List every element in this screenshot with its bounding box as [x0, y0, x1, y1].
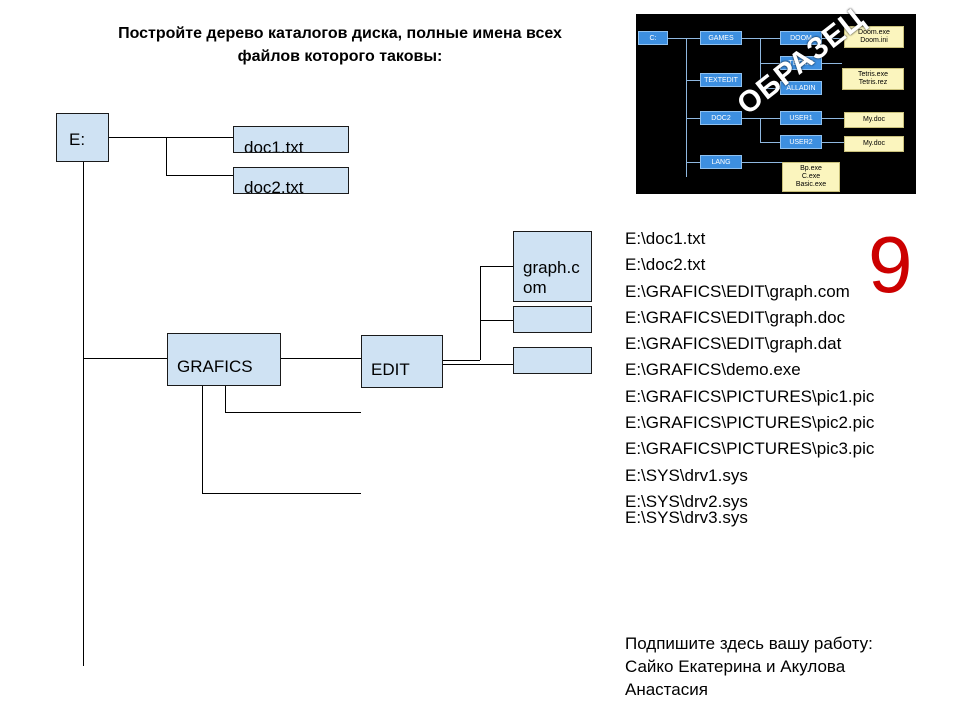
sample-node-alladin: ALLADIN — [780, 81, 822, 95]
connector-edit-files — [443, 360, 480, 361]
sample-node-user2: USER2 — [780, 135, 822, 149]
connector-grafics-branch1-horizontal — [225, 412, 361, 413]
task-title: Постройте дерево каталогов диска, полные… — [60, 22, 620, 68]
sample-file: Tetris.rez — [858, 79, 888, 86]
sample-file: Doom.ini — [860, 37, 888, 44]
connector-root-grafics — [83, 358, 167, 359]
node-edit[interactable]: EDIT — [361, 335, 443, 388]
sample-file: Bp.exe — [800, 165, 822, 172]
file-path: E:\doc1.txt — [625, 229, 706, 248]
sample-files-tetris: Tetris.exe Tetris.rez — [842, 68, 904, 90]
connector-doc2-horizontal — [166, 175, 233, 176]
node-grafics-label: GRAFICS — [177, 357, 253, 376]
sample-line — [822, 63, 842, 64]
sample-line — [686, 162, 700, 163]
connector-root-doc1 — [109, 137, 233, 138]
node-graph-com[interactable]: graph.com — [513, 231, 592, 302]
node-root-label: E: — [69, 130, 86, 149]
sample-file: Tetris.exe — [858, 71, 888, 78]
signature-line2[interactable]: Анастасия — [625, 680, 708, 699]
connector-grafics-edit — [281, 358, 361, 359]
node-root[interactable]: E: — [56, 113, 109, 162]
signature-prompt: Подпишите здесь вашу работу: — [625, 634, 873, 653]
sample-line — [760, 63, 780, 64]
sample-files-doom: Doom.exe Doom.ini — [844, 26, 904, 48]
sample-node-c: C: — [638, 31, 668, 45]
sample-file: Basic.exe — [795, 181, 827, 188]
sample-line — [760, 118, 761, 142]
file-path: E:\SYS\drv2.sys — [625, 491, 748, 511]
sample-image: C: GAMES TEXTEDIT DOC2 LANG DOOM TETRIS … — [636, 14, 916, 194]
sample-files-user2: My.doc — [844, 136, 904, 152]
node-graph-doc[interactable] — [513, 306, 592, 333]
sample-line — [742, 162, 782, 163]
task-title-line1: Постройте дерево каталогов диска, полные… — [118, 25, 562, 42]
sample-line — [760, 142, 780, 143]
sample-line — [686, 38, 687, 177]
file-path: E:\SYS\drv3.sys — [625, 508, 748, 528]
connector-graph-com — [480, 266, 513, 267]
signature-block: Подпишите здесь вашу работу: Сайко Екате… — [625, 632, 925, 701]
connector-grafics-branch2-vertical — [202, 386, 203, 493]
file-path: E:\GRAFICS\EDIT\graph.com — [625, 281, 850, 301]
node-grafics[interactable]: GRAFICS — [167, 333, 281, 386]
sample-line — [822, 142, 844, 143]
file-paths-list: E:\doc1.txt E:\doc2.txt E:\GRAFICS\EDIT\… — [625, 226, 874, 532]
sample-node-doc2: DOC2 — [700, 111, 742, 125]
file-path: E:\SYS\drv1.sys — [625, 465, 748, 485]
connector-grafics-branch1-vertical — [225, 386, 226, 412]
sample-node-doom: DOOM — [780, 31, 822, 45]
connector-grafics-branch2-horizontal — [202, 493, 361, 494]
sample-line — [822, 118, 844, 119]
sample-node-lang: LANG — [700, 155, 742, 169]
sample-files-user1: My.doc — [844, 112, 904, 128]
node-edit-label: EDIT — [371, 360, 410, 379]
trunk-line — [83, 162, 84, 666]
node-graph-dat[interactable] — [513, 347, 592, 374]
sample-node-tetris: TETRIS — [780, 56, 822, 70]
sample-line — [742, 38, 780, 39]
sample-line — [686, 80, 700, 81]
file-path: E:\GRAFICS\PICTURES\pic3.pic — [625, 439, 875, 459]
connector-graph-doc — [480, 320, 513, 321]
connector-doc2-vertical — [166, 137, 167, 175]
node-doc1-label: doc1.txt — [244, 138, 304, 153]
sample-line — [668, 38, 700, 39]
node-doc2[interactable]: doc2.txt — [233, 167, 349, 194]
connector-graph-dat — [443, 364, 513, 365]
file-path: E:\doc2.txt — [625, 255, 706, 275]
file-path: E:\GRAFICS\PICTURES\pic2.pic — [625, 413, 875, 433]
file-path: E:\GRAFICS\demo.exe — [625, 360, 801, 380]
file-path: E:\GRAFICS\EDIT\graph.dat — [625, 334, 842, 354]
sample-line — [686, 118, 700, 119]
node-doc2-label: doc2.txt — [244, 178, 304, 194]
variant-number: 9 — [868, 220, 913, 309]
sample-line — [760, 88, 780, 89]
sample-file: Doom.exe — [858, 29, 890, 36]
sample-node-textedit: TEXTEDIT — [700, 73, 742, 87]
sample-node-games: GAMES — [700, 31, 742, 45]
sample-line — [742, 118, 780, 119]
file-path: E:\GRAFICS\PICTURES\pic1.pic — [625, 386, 875, 406]
connector-edit-files-vertical — [480, 266, 481, 360]
sample-line — [822, 38, 844, 39]
file-path: E:\GRAFICS\EDIT\graph.doc — [625, 307, 846, 327]
sample-file: C.exe — [801, 173, 821, 180]
task-title-line2: файлов которого таковы: — [237, 48, 443, 65]
node-graph-com-label: graph.com — [523, 258, 580, 297]
sample-files-lang: Bp.exe C.exe Basic.exe — [782, 162, 840, 192]
node-doc1[interactable]: doc1.txt — [233, 126, 349, 153]
sample-node-user1: USER1 — [780, 111, 822, 125]
signature-line1[interactable]: Сайко Екатерина и Акулова — [625, 657, 846, 676]
